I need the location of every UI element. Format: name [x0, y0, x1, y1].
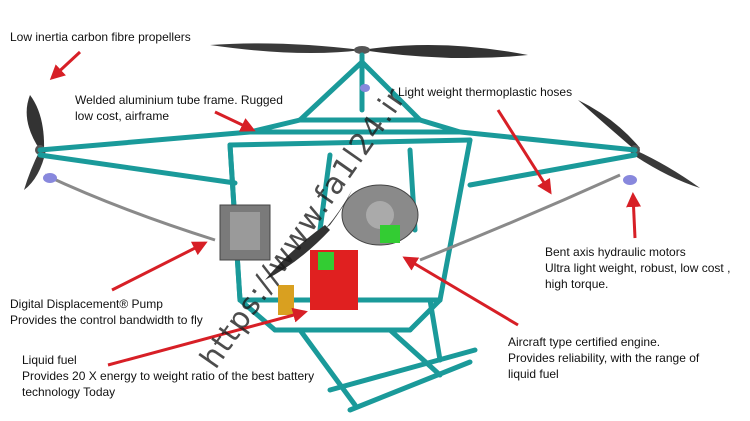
hydraulic-motors: [43, 84, 637, 185]
digital-displacement-pump: [219, 204, 271, 261]
arrow-fuel: [107, 307, 308, 367]
fuel-tank: [278, 250, 358, 315]
landing-gear: [297, 297, 478, 413]
hoses-label: Light weight thermoplastic hoses: [398, 85, 573, 99]
arrow-hoses: [496, 109, 552, 195]
left-propeller: [24, 95, 46, 190]
aircraft-engine: [341, 184, 419, 246]
hydraulic-hoses: [44, 173, 621, 262]
arrow-motors: [626, 192, 642, 239]
engine-label: Aircraft type certified engine. Provides…: [508, 335, 700, 381]
propellers-label: Low inertia carbon fibre propellers: [10, 30, 191, 44]
motors-label: Bent axis hydraulic motors Ultra light w…: [545, 245, 731, 291]
frame-label: Welded aluminium tube frame. Rugged low …: [75, 93, 283, 123]
arrow-propellers: [49, 50, 82, 81]
arrow-engine: [402, 256, 519, 327]
arrow-pump: [111, 241, 208, 292]
fuel-label: Liquid fuel Provides 20 X energy to weig…: [22, 353, 315, 399]
pump-label: Digital Displacement® Pump Provides the …: [10, 297, 203, 327]
top-propeller: [210, 43, 528, 59]
callout-arrows: [49, 50, 642, 367]
arrow-frame: [214, 110, 256, 132]
center-propeller: [265, 190, 352, 280]
